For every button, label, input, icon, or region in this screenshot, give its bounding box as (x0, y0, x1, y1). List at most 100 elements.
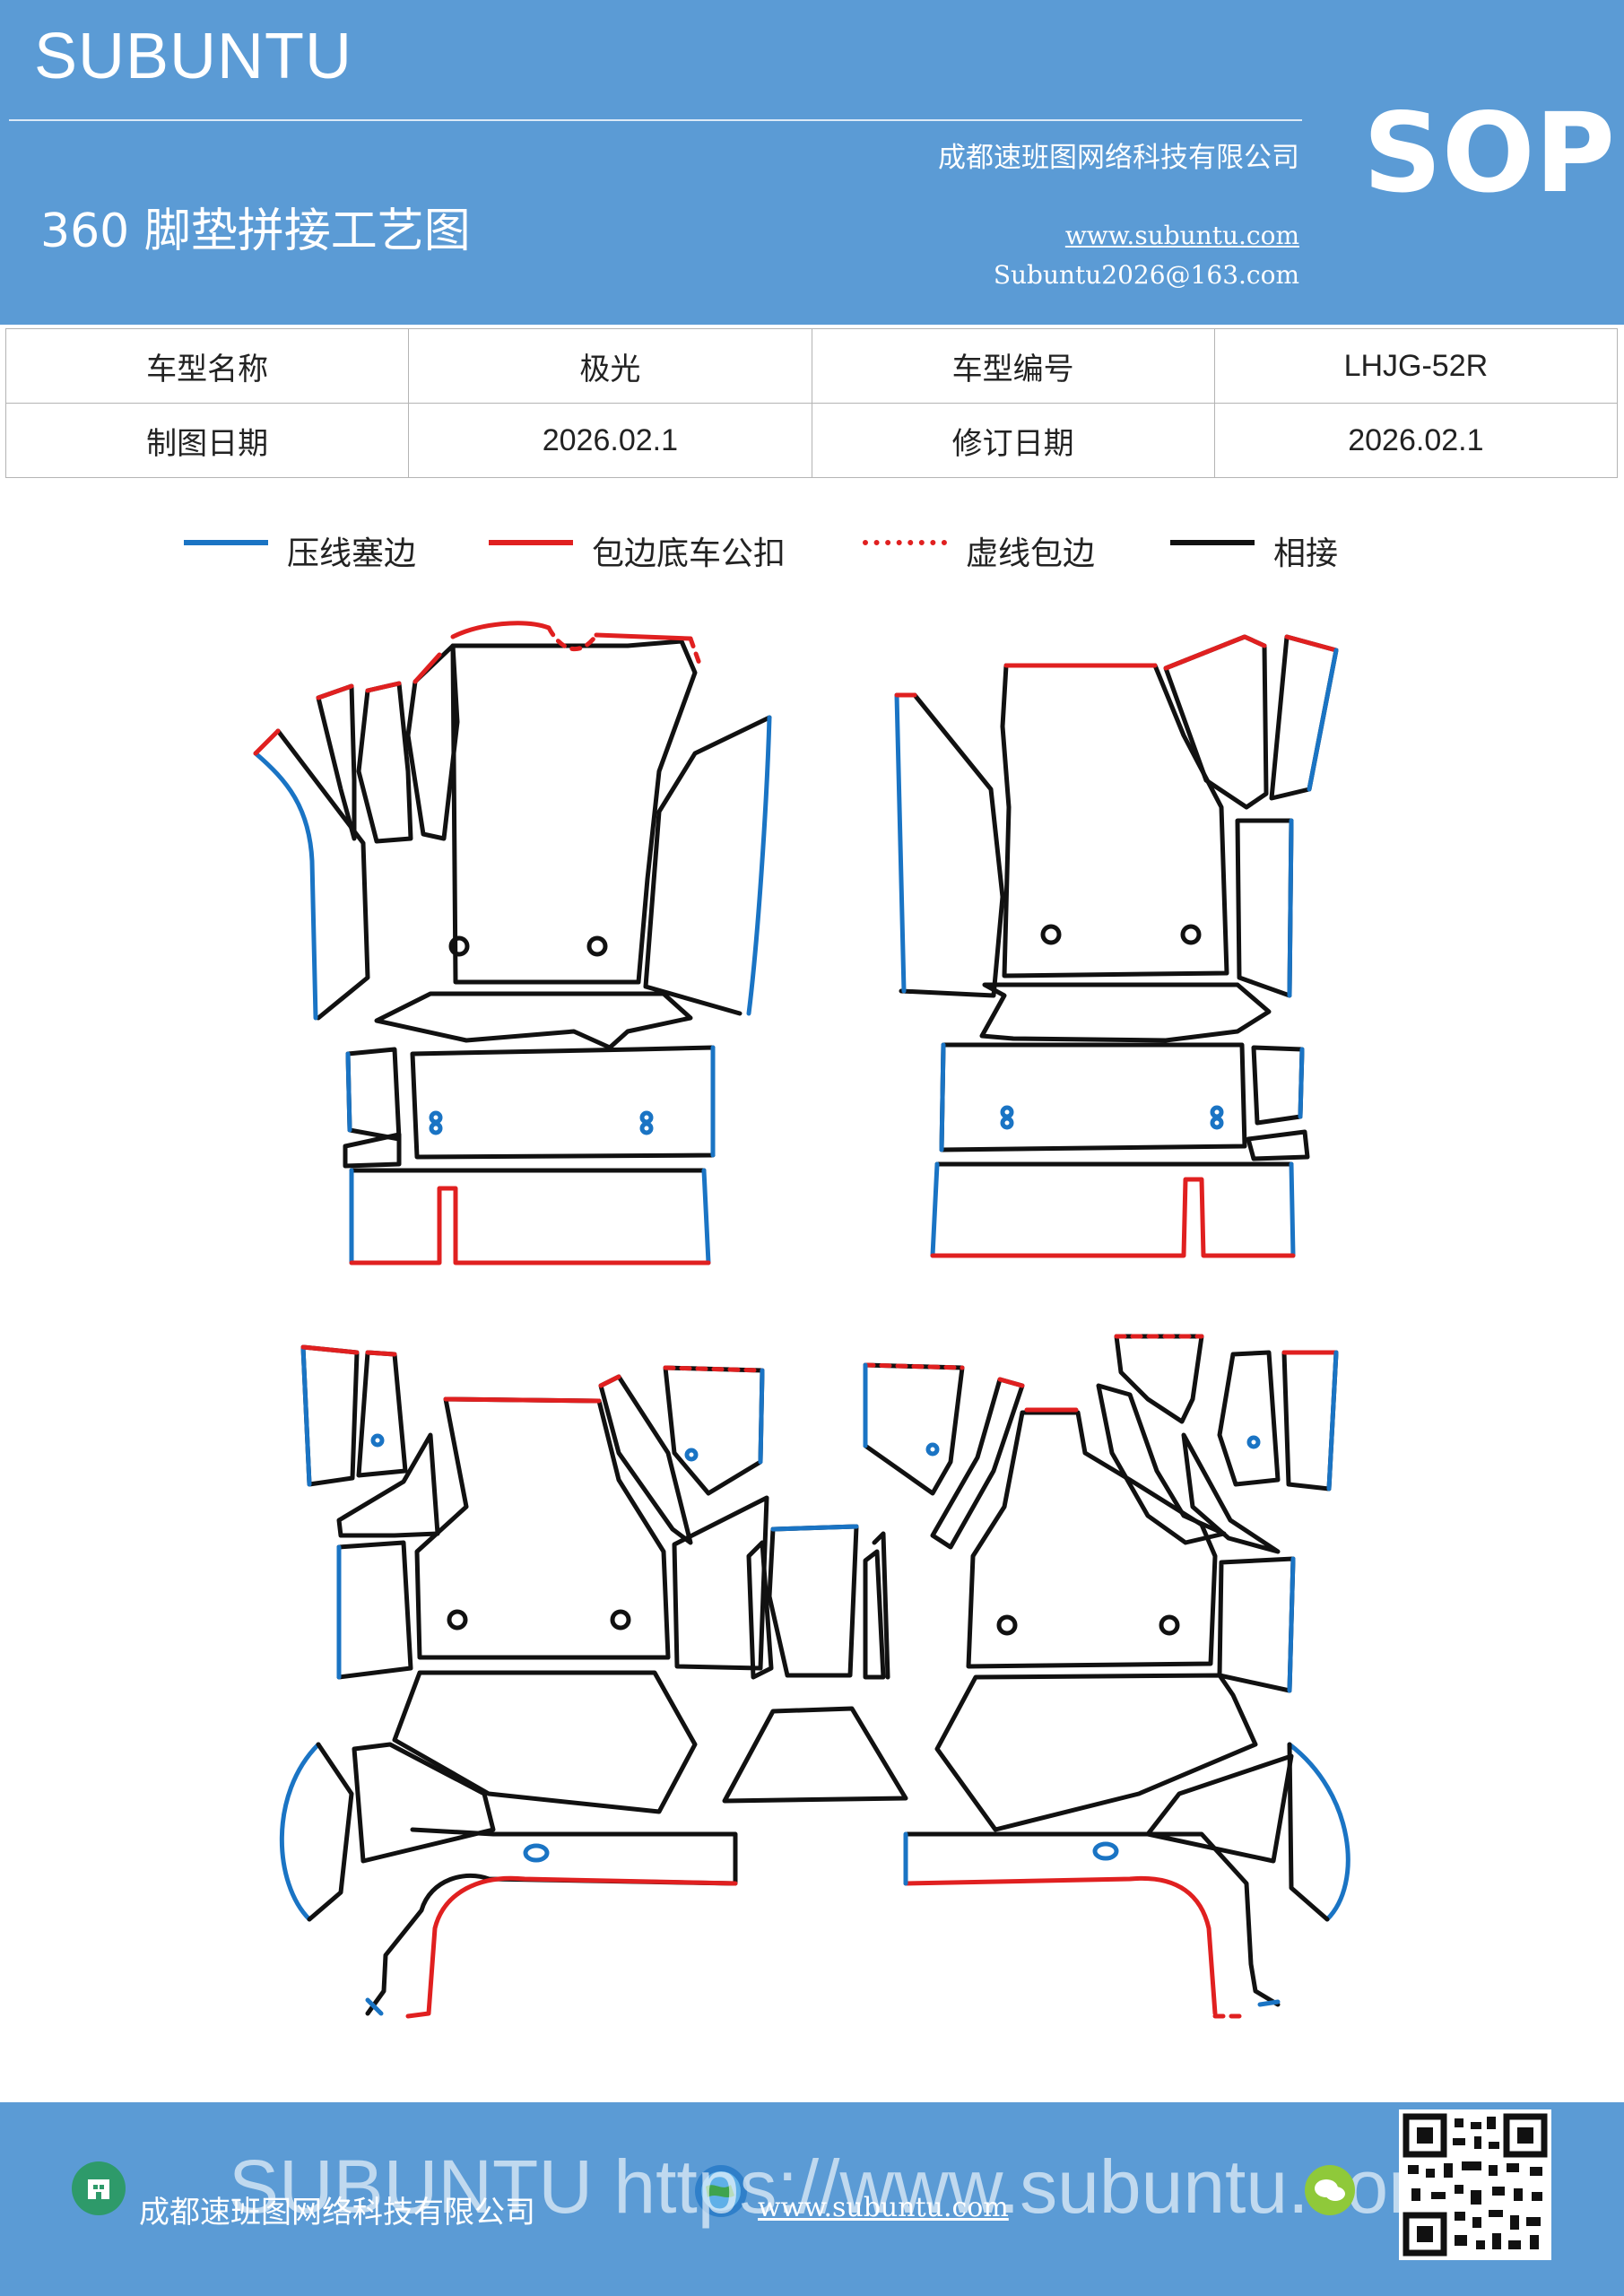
edge-wrap (903, 1875, 1218, 2016)
mounting-hole (996, 1614, 1018, 1636)
mounting-hole (610, 1609, 631, 1631)
edge-press-line (1287, 1556, 1296, 1693)
mat-piece-strip (336, 1432, 440, 1538)
mat-piece-main (450, 639, 698, 985)
edge-press-line (279, 1742, 321, 1922)
mat-piece-rear-center (410, 1045, 716, 1160)
rear-left-mat-group (279, 1344, 769, 2019)
mounting-hole (447, 1609, 468, 1631)
clip-hole (684, 1448, 699, 1462)
mat-piece-main (966, 1410, 1218, 1669)
mat-piece-wheel-arch (307, 1742, 354, 1922)
footer-company-name: 成都速班图网络科技有限公司 (139, 2195, 535, 2231)
header-divider (9, 119, 1302, 121)
drawing-date-value: 2026.02.1 (408, 403, 812, 478)
footer-website-link[interactable]: www.subuntu.com (758, 2192, 1009, 2223)
edge-press-line (365, 1997, 384, 2016)
page-header: SUBUNTU SOP 成都速班图网络科技有限公司 360 脚垫拼接工艺图 ww… (0, 0, 1624, 325)
mounting-hole (1159, 1614, 1180, 1636)
edge-wrap (405, 1875, 738, 2019)
mat-piece-rear-center (939, 1042, 1247, 1152)
company-building-icon (72, 2161, 126, 2215)
legend-label: 包边底车公扣 (592, 535, 786, 572)
edge-press-line (1298, 1047, 1305, 1119)
line-legend: 压线塞边 包边底车公扣 虚线包边 相接 (0, 527, 1624, 572)
website-link[interactable]: www.subuntu.com (1064, 221, 1299, 250)
mat-piece-small (300, 1344, 360, 1487)
edge-wrap (450, 621, 551, 639)
legend-label: 虚线包边 (966, 535, 1096, 572)
legend-swatch (489, 540, 573, 545)
qr-code-icon[interactable] (1399, 2109, 1551, 2260)
edge-wrap (594, 632, 693, 641)
mat-piece-side (1217, 1556, 1296, 1693)
revision-date-label: 修订日期 (811, 403, 1215, 478)
mat-piece-wheel-arch (1145, 1753, 1294, 1864)
mat-piece-center-lower (722, 1706, 908, 1804)
front-left-mat-group (253, 621, 772, 1265)
edge-press-line (1287, 1742, 1350, 1922)
mounting-hole (1180, 924, 1202, 945)
clip-hole (370, 1433, 385, 1448)
legend-label: 压线塞边 (287, 535, 417, 572)
clip-hole (1246, 1435, 1261, 1449)
drawing-date-label: 制图日期 (4, 403, 410, 478)
edge-press-line (1307, 648, 1339, 792)
watermark-text: SUBUNTU https://www.subuntu.com (229, 2144, 1452, 2229)
document-title: 360 脚垫拼接工艺图 (40, 204, 471, 258)
edge-dashed-wrap (546, 625, 599, 651)
mat-piece-main (1000, 663, 1229, 978)
front-right-mat-group (894, 634, 1339, 1258)
mat-piece-center-tunnel (767, 1524, 859, 1678)
clip-hole (639, 1121, 654, 1135)
edge-wrap (365, 681, 402, 693)
mat-piece-strip (930, 1377, 1025, 1550)
edge-press-line (253, 751, 318, 1021)
edge-wrap (930, 1177, 1296, 1258)
edge-wrap (1284, 634, 1339, 653)
clip-hole (1092, 1841, 1119, 1861)
mat-piece-side (672, 1495, 769, 1671)
edge-press-line (1326, 1350, 1339, 1492)
globe-icon (695, 2165, 747, 2217)
clip-hole (925, 1442, 940, 1457)
contact-email[interactable]: Subuntu2026@163.com (993, 260, 1299, 290)
mat-piece-small (1246, 1129, 1310, 1161)
revision-date-value: 2026.02.1 (1213, 403, 1619, 478)
edge-wrap (365, 1350, 397, 1357)
edge-press-line (345, 1051, 352, 1133)
legend-label: 相接 (1273, 535, 1339, 572)
mat-piece-rail (905, 1831, 1281, 2007)
mat-piece-connector (392, 1670, 698, 1814)
sop-label: SOP (1363, 90, 1615, 217)
model-code-label: 车型编号 (811, 328, 1215, 404)
edge-press-line (894, 692, 907, 994)
mat-piece-side (1235, 818, 1294, 998)
edge-wrap (443, 1396, 602, 1404)
mat-piece-wing (899, 692, 1005, 998)
clip-hole (523, 1843, 550, 1863)
model-code-value: LHJG-52R (1213, 328, 1619, 404)
edge-press-line (746, 715, 772, 1016)
mat-piece-connector (934, 1673, 1258, 1832)
mat-piece-center-side (863, 1549, 886, 1680)
company-name: 成都速班图网络科技有限公司 (938, 142, 1299, 174)
mounting-hole (1040, 924, 1062, 945)
mat-piece-strip (1181, 1432, 1281, 1554)
edge-press-line (1289, 1161, 1296, 1258)
mat-piece-connector (979, 982, 1272, 1043)
edge-press-line (1287, 818, 1294, 998)
mat-piece-wheel-arch (1287, 1742, 1330, 1922)
clip-hole (1000, 1116, 1014, 1130)
model-name-value: 极光 (408, 328, 812, 404)
mat-piece-strip (405, 643, 460, 841)
edge-press-line (1257, 1999, 1281, 2007)
clip-hole (429, 1121, 443, 1135)
edge-wrap (413, 652, 442, 684)
mounting-hole (586, 935, 608, 957)
edge-wrap (300, 1344, 360, 1355)
mat-piece-small (1251, 1045, 1305, 1126)
clip-hole (1000, 1105, 1014, 1119)
mat-piece-wing (643, 715, 772, 1016)
mat-piece-strip (1114, 1334, 1204, 1424)
